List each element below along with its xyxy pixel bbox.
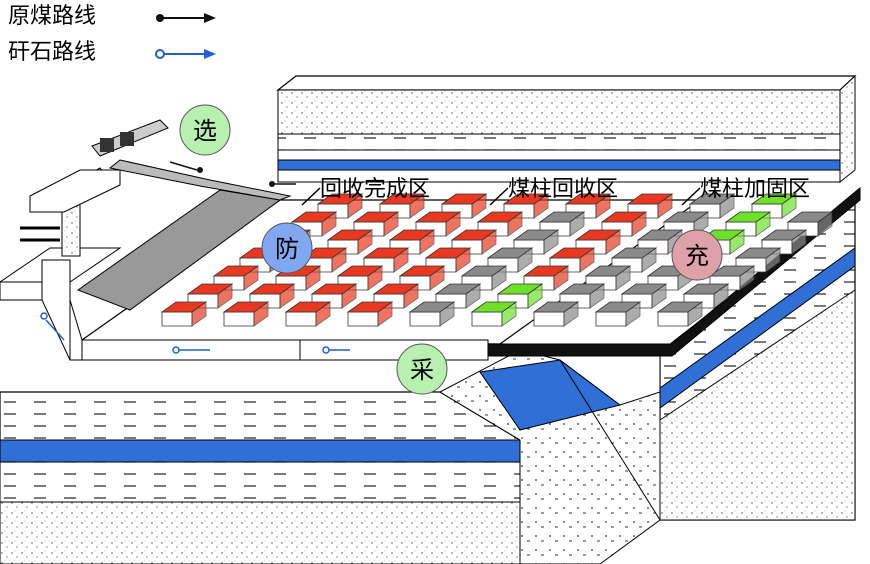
raw-coal-route-arrow [169,161,203,173]
pillar-block [734,247,782,273]
process-fill-circle: 充 [671,229,723,281]
process-prevent-label: 防 [275,235,299,263]
pillar-block [538,211,586,237]
process-prevent-circle: 防 [261,222,313,274]
legend-gangue-label: 矸石路线 [8,40,97,65]
pillar-blocks [160,193,834,327]
pillar-block [160,301,208,327]
pillar-block [248,283,296,309]
rear-strata-block [276,74,857,184]
chute-area [0,119,292,361]
pillar-block [284,301,332,327]
pillar-block [584,265,632,291]
zone-divider [301,187,321,206]
pillar-block [326,229,374,255]
legend-gangue-marker [155,49,216,59]
zone-recovery-done-label: 回收完成区 [320,177,431,202]
pillar-block [558,283,606,309]
legend-raw-coal-marker [156,13,216,23]
pillar-block [450,229,498,255]
pillar-block [470,301,518,327]
pillar-block [636,229,684,255]
gangue-route-arrow [322,346,350,354]
process-mine-label: 采 [410,356,434,384]
pillar-block [222,301,270,327]
gangue-route-arrow [172,346,210,354]
pillar-block [594,301,642,327]
pillar-block [440,193,488,219]
pillar-block [362,247,410,273]
pillar-block [786,211,834,237]
zone-divider [489,187,509,206]
process-mine-circle: 采 [396,343,448,395]
zone-pillar-recovery-label: 煤柱回收区 [508,177,619,202]
pillar-block [352,211,400,237]
zone-pillar-reinforce-label: 煤柱加固区 [700,177,811,202]
process-select-circle: 选 [179,104,231,156]
legend-raw-coal-label: 原煤路线 [8,4,97,29]
pillar-block [532,301,580,327]
gangue-route-arrow [40,312,65,341]
pillar-block [512,229,560,255]
pillar-block [656,301,704,327]
process-fill-label: 充 [685,242,709,270]
route-arrows [40,161,350,354]
zone-divider [681,187,701,206]
pillar-block [408,301,456,327]
front-strata-block [0,349,661,564]
pillar-block [688,193,736,219]
raw-coal-route-arrow [269,181,296,187]
pillar-block [346,301,394,327]
pillar-block [300,247,348,273]
pillar-block [682,283,730,309]
pillar-block [186,283,234,309]
process-select-label: 选 [193,117,217,145]
